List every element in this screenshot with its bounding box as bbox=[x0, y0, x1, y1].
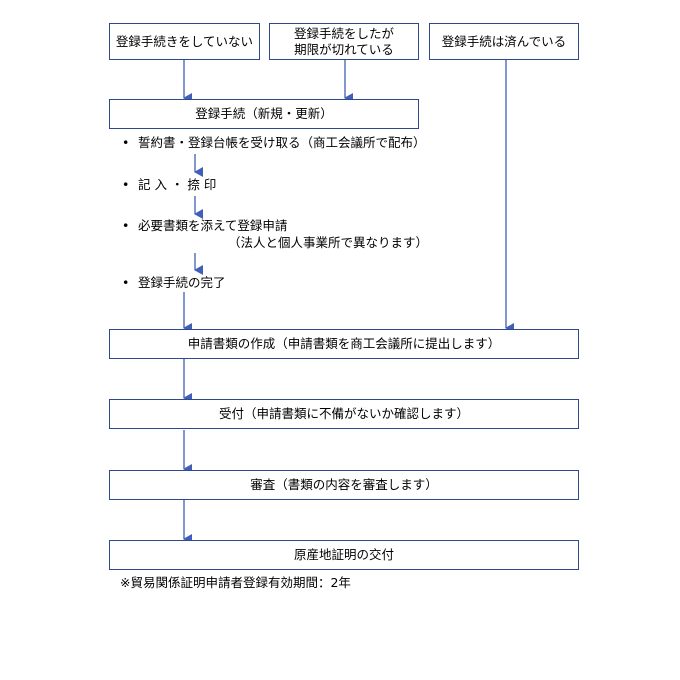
validity-footnote: ※貿易関係証明申請者登録有効期間：2年 bbox=[120, 575, 351, 590]
bullet-icon: • bbox=[122, 218, 130, 233]
step-text: 必要書類を添えて登録申請 bbox=[138, 218, 288, 233]
bullet-icon: • bbox=[122, 275, 130, 290]
box-registration-expired: 登録手続をしたが 期限が切れている bbox=[269, 23, 419, 60]
step-text: 記 入 ・ 捺 印 bbox=[138, 177, 217, 192]
box-certificate-issuance: 原産地証明の交付 bbox=[109, 540, 579, 570]
box-registration-done: 登録手続は済んでいる bbox=[429, 23, 579, 60]
box-reception: 受付（申請書類に不備がないか確認します） bbox=[109, 399, 579, 429]
step-text: 誓約書・登録台帳を受け取る（商工会議所で配布） bbox=[138, 135, 426, 150]
box-examination: 審査（書類の内容を審査します） bbox=[109, 470, 579, 500]
box-not-registered: 登録手続きをしていない bbox=[109, 23, 260, 60]
bullet-icon: • bbox=[122, 135, 130, 150]
box-create-application: 申請書類の作成（申請書類を商工会議所に提出します） bbox=[109, 329, 579, 359]
step-note: （法人と個人事業所で異なります） bbox=[228, 235, 429, 250]
bullet-icon: • bbox=[122, 177, 130, 192]
step-text: 登録手続の完了 bbox=[138, 275, 226, 290]
box-registration-procedure: 登録手続（新規・更新） bbox=[109, 99, 419, 129]
